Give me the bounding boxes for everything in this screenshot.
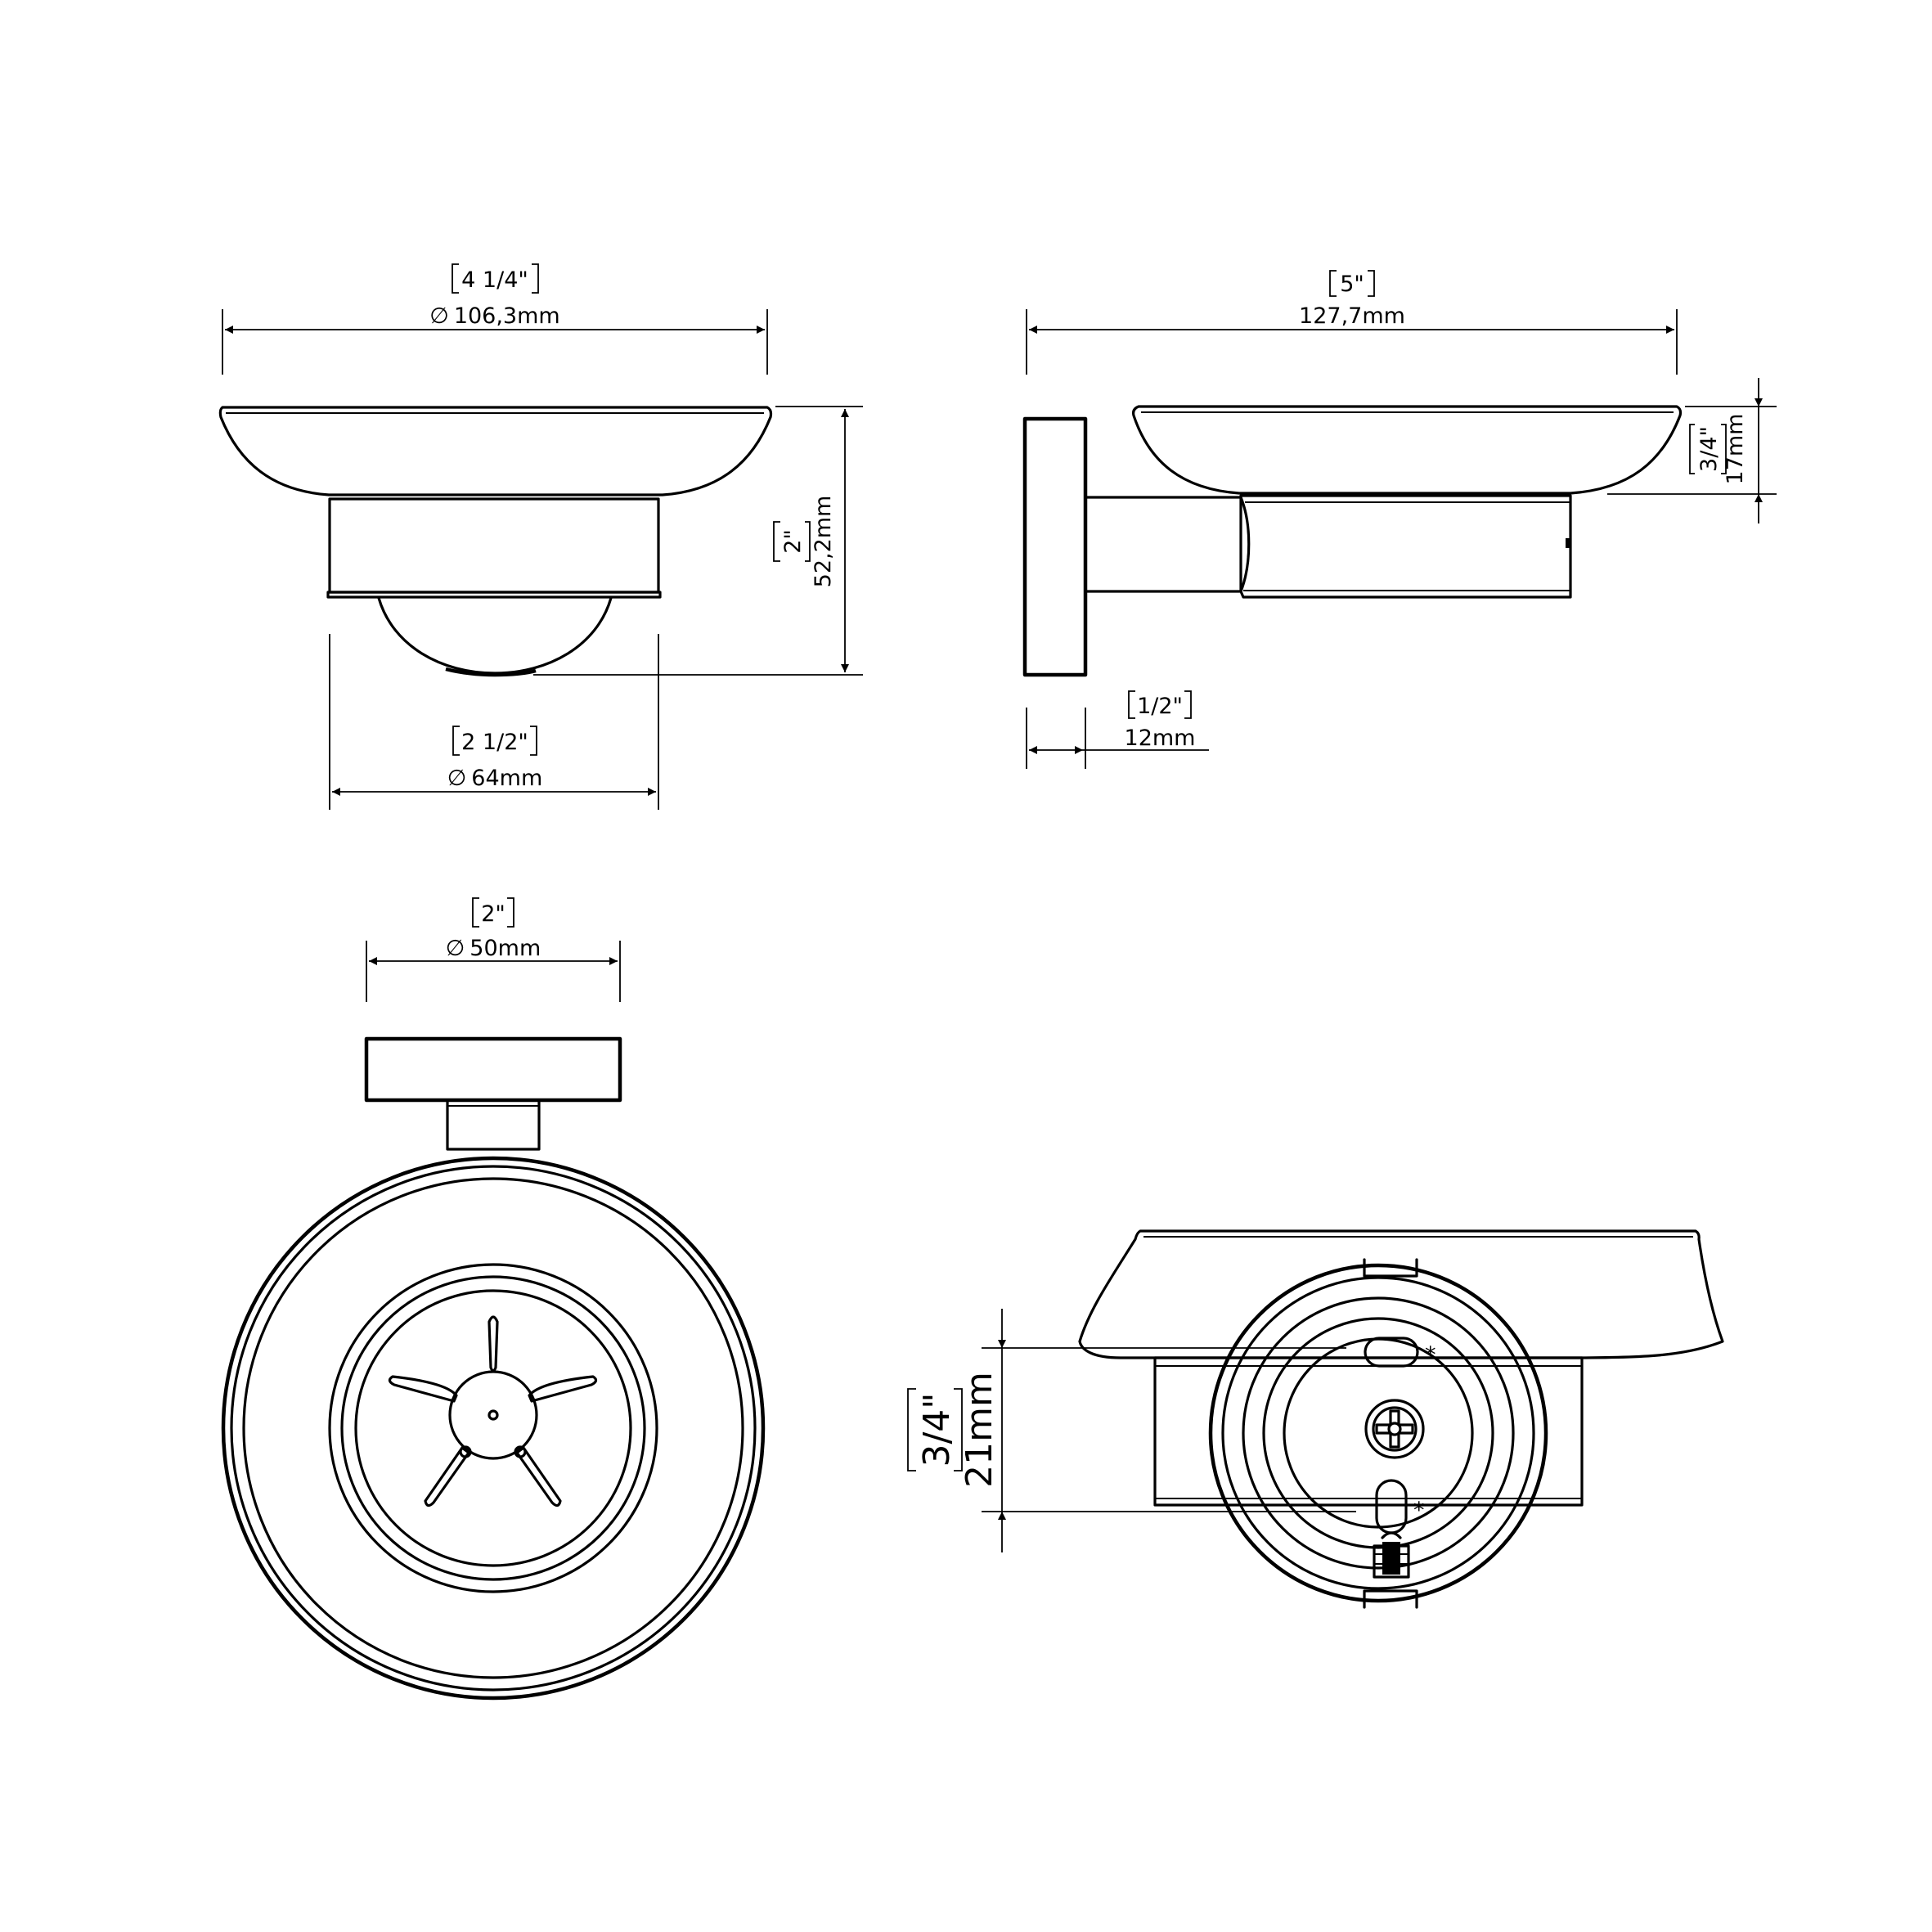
side-rim-mm-label: 17mm [1723, 414, 1748, 485]
svg-text:∅106,3mm: ∅106,3mm [429, 303, 559, 329]
back-holes-mm-label: 21mm [959, 1372, 1000, 1488]
front-dome [377, 596, 613, 675]
side-plate-inch-label: 1/2" [1137, 694, 1183, 719]
back-bottom-notch [1363, 1589, 1418, 1609]
back-dish [1078, 1229, 1724, 1359]
back-holes-inch-label: 3/4" [916, 1392, 958, 1467]
back-top-notch [1363, 1258, 1418, 1278]
top-plate-mm-label: 50mm [470, 936, 541, 961]
back-center-screw [1364, 1399, 1425, 1459]
side-arm [1084, 496, 1242, 593]
front-width-inch-label: 4 1/4" [461, 267, 528, 293]
side-holder [1239, 494, 1572, 599]
top-view: 2" ∅50mm [221, 897, 766, 1701]
side-depth-inch-label: 5" [1340, 272, 1364, 297]
diameter-symbol: ∅ [447, 766, 467, 791]
front-dish [218, 406, 773, 496]
front-view: 4 1/4" ∅106,3mm 2 1/2" ∅64mm 52,2mm 2" [218, 263, 863, 810]
side-depth-mm-label: 127,7mm [1299, 303, 1405, 329]
top-drain-hub [448, 1370, 538, 1460]
top-plate-inch-label: 2" [481, 901, 505, 927]
back-lock-screw [1373, 1531, 1410, 1579]
front-height-mm-label: 52,2mm [811, 496, 836, 588]
svg-text:∅64mm: ∅64mm [447, 766, 543, 791]
side-dish [1132, 405, 1683, 495]
front-height-inch-label: 2" [780, 529, 806, 554]
diameter-symbol: ∅ [446, 936, 465, 961]
back-plate-outer [1208, 1263, 1548, 1603]
side-rim-inch-label: 3/4" [1696, 426, 1722, 472]
front-width-mm-label: 106,3mm [454, 303, 560, 329]
back-view: * * 21mm 3/4" [907, 1229, 1724, 1609]
top-dish-outer-ring [221, 1156, 766, 1701]
top-drain-spokes [388, 1315, 598, 1507]
front-base-inch-label: 2 1/2" [461, 730, 528, 755]
svg-text:*: * [1413, 1498, 1425, 1523]
top-arm [446, 1099, 541, 1151]
back-holder-body [1153, 1356, 1584, 1507]
front-collar [328, 497, 660, 594]
svg-text:∅50mm: ∅50mm [446, 936, 541, 961]
svg-text:*: * [1425, 1342, 1436, 1368]
back-upper-mounting-slot [1364, 1337, 1419, 1368]
front-base-mm-label: 64mm [471, 766, 542, 791]
diameter-symbol: ∅ [429, 303, 449, 329]
top-wall-plate [364, 1036, 622, 1103]
side-wall-plate [1022, 416, 1088, 677]
side-plate-mm-label: 12mm [1125, 726, 1196, 751]
side-view: 5" 127,7mm 1/2" 12mm 17mm 3/4" [1022, 270, 1777, 769]
